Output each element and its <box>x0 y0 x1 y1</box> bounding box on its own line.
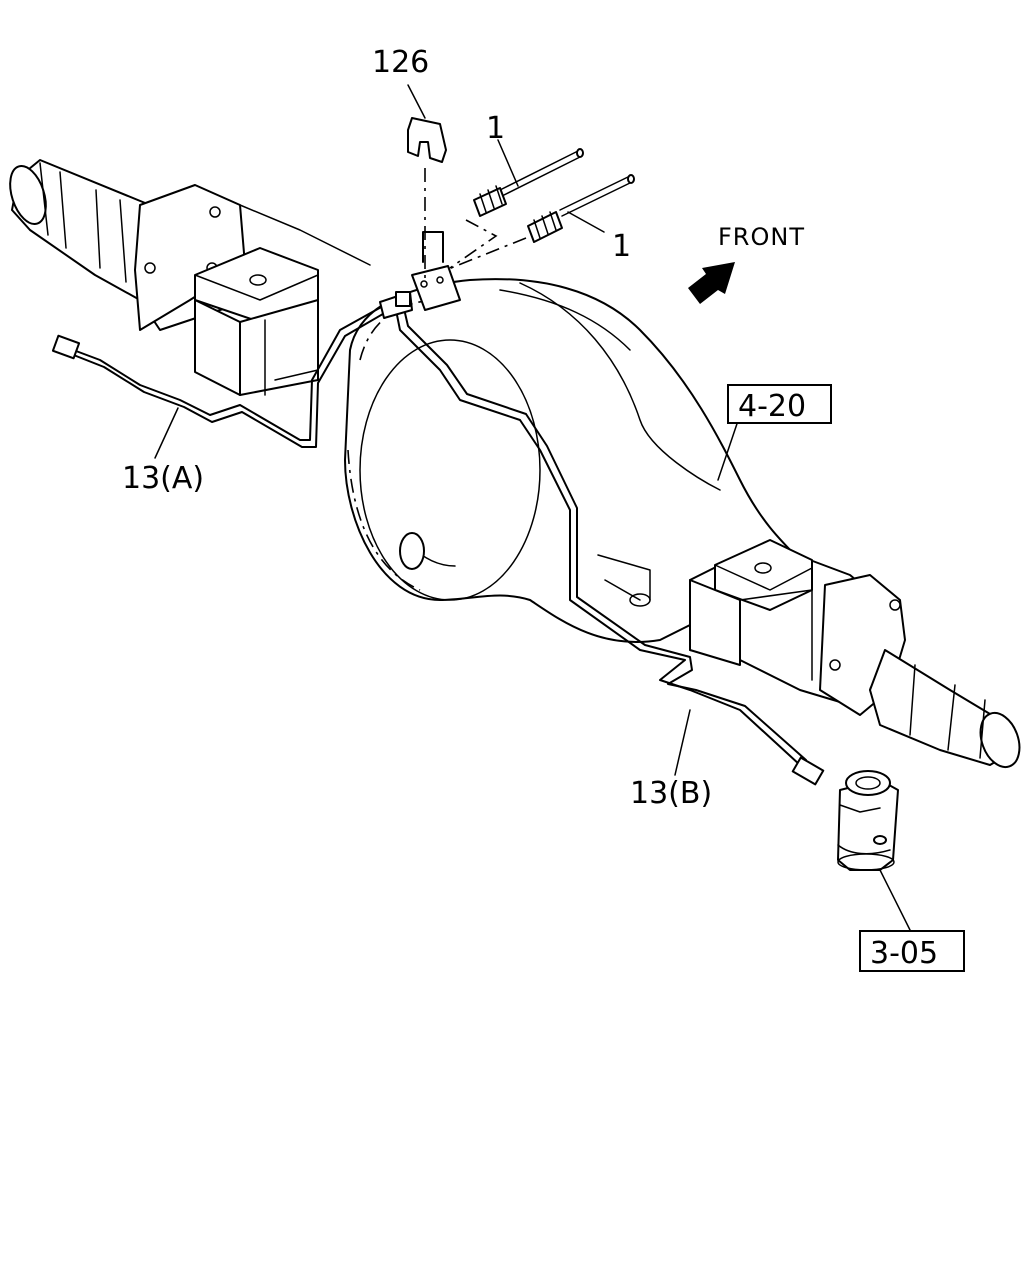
leader-3-05 <box>879 869 911 931</box>
bracket-tab <box>422 231 444 263</box>
label-1-upper: 1 <box>486 111 505 146</box>
leader-13b <box>674 709 691 776</box>
leader-1-lower <box>567 211 605 233</box>
ref-box-3-05 <box>859 930 965 972</box>
flex-hose-lower <box>527 174 635 243</box>
hose-lower-path <box>445 237 527 271</box>
brake-pipe-a <box>51 304 389 448</box>
label-13b: 13(B) <box>630 776 712 811</box>
pipe-bracket <box>379 265 461 319</box>
clip-126 <box>407 117 447 163</box>
label-3-05: 3-05 <box>870 936 938 971</box>
arrow-northeast-icon <box>688 262 735 304</box>
label-front: FRONT <box>718 223 805 251</box>
leader-13a <box>154 407 179 459</box>
leader-1-upper <box>497 139 519 187</box>
label-4-20: 4-20 <box>738 389 806 424</box>
pipe-b-flare-nut <box>791 756 825 786</box>
leader-126 <box>407 84 426 119</box>
differential-carrier <box>344 278 801 643</box>
hose-upper-path <box>449 219 498 269</box>
brake-pipe-b <box>394 299 825 786</box>
ref-box-4-20 <box>727 384 832 424</box>
flex-hose-upper <box>473 148 584 217</box>
wheel-cylinder <box>837 770 899 871</box>
label-1-lower: 1 <box>612 229 631 264</box>
axle-housing-left-tube <box>9 159 371 331</box>
axle-housing-right-tube <box>689 539 1021 769</box>
label-13a: 13(A) <box>122 461 204 496</box>
spring-seat-left <box>194 247 319 396</box>
pipe-a-flare-nut <box>51 334 81 360</box>
label-126: 126 <box>372 45 429 80</box>
